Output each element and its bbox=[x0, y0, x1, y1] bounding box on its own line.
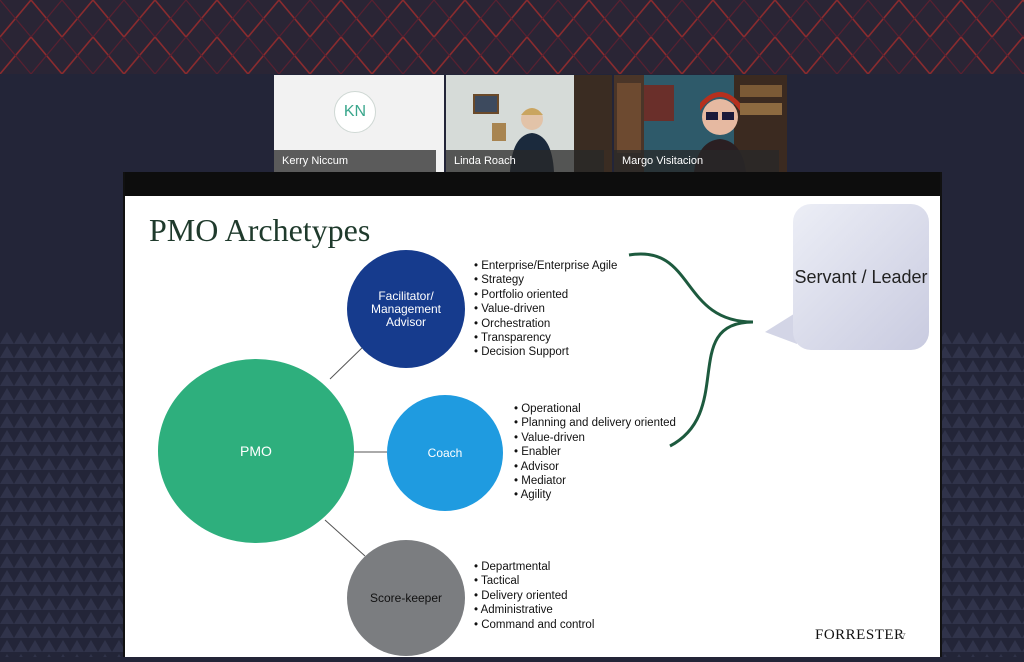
facilitator-circle: Facilitator/ Management Advisor bbox=[347, 250, 465, 368]
slide-title: PMO Archetypes bbox=[149, 212, 371, 248]
side-pattern-left bbox=[0, 330, 125, 657]
shared-slide: PMO Archetypes PMO Facilitator/ Manageme… bbox=[123, 172, 942, 657]
list-item: Tactical bbox=[474, 574, 594, 588]
side-pattern-right bbox=[938, 330, 1024, 657]
list-item: Planning and delivery oriented bbox=[514, 416, 676, 430]
list-item: Administrative bbox=[474, 603, 594, 617]
list-item: Delivery oriented bbox=[474, 589, 594, 603]
participant-tile-kerry[interactable]: KN Kerry Niccum bbox=[274, 75, 444, 172]
diagram-connectors bbox=[324, 252, 754, 557]
participant-tile-margo[interactable]: Margo Visitacion bbox=[614, 75, 787, 172]
list-item: Value-driven bbox=[474, 302, 617, 316]
top-banner bbox=[0, 0, 1024, 74]
triangle-pattern-banner bbox=[0, 0, 1024, 74]
list-item: Orchestration bbox=[474, 317, 617, 331]
list-item: Enabler bbox=[514, 445, 676, 459]
avatar: KN bbox=[334, 91, 376, 133]
participant-name: Kerry Niccum bbox=[274, 150, 436, 172]
bubble-tail bbox=[765, 312, 797, 344]
forrester-logo: FORRESTER bbox=[815, 627, 905, 643]
facilitator-bullets: Enterprise/Enterprise Agile Strategy Por… bbox=[474, 259, 617, 360]
participant-name: Margo Visitacion bbox=[614, 150, 779, 172]
list-item: Mediator bbox=[514, 474, 676, 488]
list-item: Value-driven bbox=[514, 431, 676, 445]
list-item: Command and control bbox=[474, 618, 594, 632]
pmo-circle: PMO bbox=[158, 359, 354, 543]
servant-leader-callout: Servant / Leader bbox=[793, 204, 929, 350]
list-item: Operational bbox=[514, 402, 676, 416]
participant-name: Linda Roach bbox=[446, 150, 604, 172]
list-item: Transparency bbox=[474, 331, 617, 345]
coach-circle: Coach bbox=[387, 395, 503, 511]
list-item: Advisor bbox=[514, 460, 676, 474]
scorekeeper-bullets: Departmental Tactical Delivery oriented … bbox=[474, 560, 595, 632]
list-item: Strategy bbox=[474, 273, 617, 287]
list-item: Departmental bbox=[474, 560, 594, 574]
list-item: Decision Support bbox=[474, 345, 617, 359]
list-item: Portfolio oriented bbox=[474, 288, 617, 302]
slide-top-bar bbox=[125, 172, 940, 196]
coach-bullets: Operational Planning and delivery orient… bbox=[514, 402, 676, 503]
scorekeeper-circle: Score-keeper bbox=[347, 540, 465, 656]
list-item: Agility bbox=[514, 488, 676, 502]
list-item: Enterprise/Enterprise Agile bbox=[474, 259, 617, 273]
slide-page-number: 17 bbox=[898, 633, 906, 640]
participant-tile-linda[interactable]: Linda Roach bbox=[446, 75, 612, 172]
